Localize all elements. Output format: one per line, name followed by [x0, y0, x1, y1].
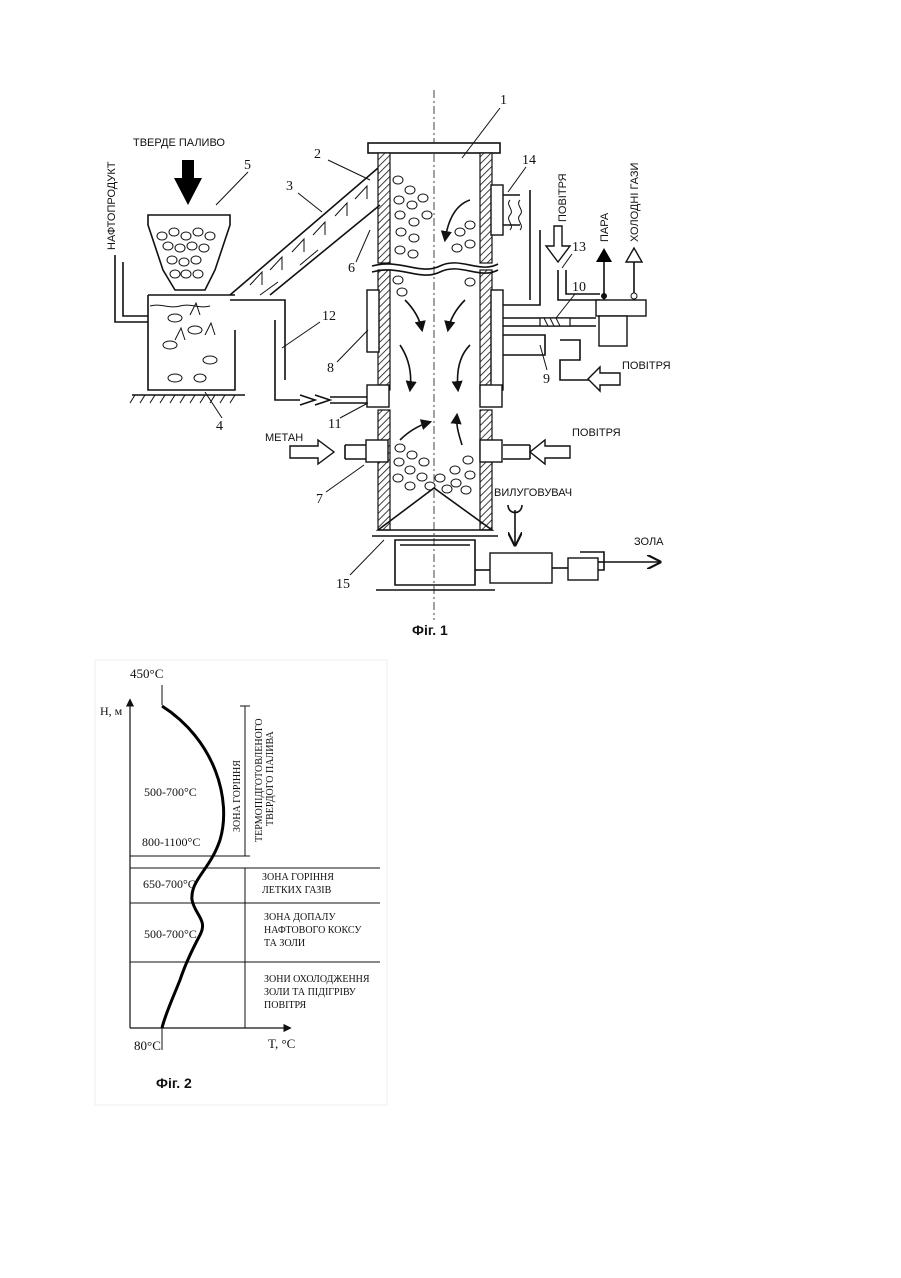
temp-label-4: 500-700°C — [144, 927, 197, 941]
leacher-conveyor — [475, 505, 660, 583]
bottom-temp-label: 80°C — [134, 1038, 161, 1053]
zone3-label-3: ТА ЗОЛИ — [264, 938, 305, 949]
solid-fuel-label: ТВЕРДЕ ПАЛИВО — [133, 137, 225, 149]
cold-gases-label: ХОЛОДНІ ГАЗИ — [629, 163, 641, 242]
x-axis-label: T, °C — [268, 1036, 295, 1051]
callout-6: 6 — [348, 261, 355, 276]
temp-label-3: 650-700°C — [143, 877, 196, 891]
ash-label: ЗОЛА — [634, 536, 664, 548]
methane-label: МЕТАН — [265, 432, 303, 444]
oil-product-label: НАФТОПРОДУКТ — [106, 161, 118, 250]
callout-12: 12 — [322, 309, 336, 324]
temp-label-1: 500-700°C — [144, 785, 197, 799]
callout-8: 8 — [327, 361, 334, 376]
air-right2-label: ПОВІТРЯ — [572, 427, 621, 439]
zone3-label-2: НАФТОВОГО КОКСУ — [264, 925, 362, 936]
fuel-hopper — [148, 160, 230, 290]
pipe-12 — [275, 320, 367, 405]
figure-2-caption: Фіг. 2 — [156, 1075, 192, 1091]
zone1-label-b2: ТВЕРДОГО ПАЛИВА — [265, 731, 276, 826]
zone4-label-3: ПОВІТРЯ — [264, 1000, 306, 1011]
callout-7: 7 — [316, 492, 323, 507]
callout-9: 9 — [543, 372, 550, 387]
figure-2-chart: 450°C 80°C H, м T, °C 500-700°C 800-1100… — [95, 660, 387, 1105]
leacher-label: ВИЛУГОВУВАЧ — [494, 487, 572, 499]
temp-label-2: 800-1100°C — [142, 835, 200, 849]
air-right1-label: ПОВІТРЯ — [622, 360, 671, 372]
mixing-tank — [115, 255, 245, 403]
figure-1-diagram: ТВЕРДЕ ПАЛИВО НАФТОПРОДУКТ ПОВІТРЯ ПАРА … — [106, 90, 671, 638]
callout-10: 10 — [572, 280, 586, 295]
callout-14: 14 — [522, 153, 536, 168]
air-inlet-lower — [503, 440, 570, 464]
zone1-label-b1: ТЕРМОПІДГОТОВЛЕНОГО — [254, 718, 265, 842]
zone4-label-1: ЗОНИ ОХОЛОДЖЕННЯ — [264, 974, 370, 985]
zone2-label-2: ЛЕТКИХ ГАЗІВ — [262, 885, 332, 896]
zone2-label-1: ЗОНА ГОРІННЯ — [262, 872, 334, 883]
inclined-screw-feeder — [230, 168, 380, 380]
callout-5: 5 — [244, 158, 251, 173]
callout-13: 13 — [572, 240, 586, 255]
figure-1-caption: Фіг. 1 — [412, 622, 448, 638]
steam-label: ПАРА — [599, 212, 611, 242]
top-temp-label: 450°C — [130, 666, 163, 681]
air-top-label: ПОВІТРЯ — [557, 173, 569, 222]
callout-4: 4 — [216, 419, 223, 434]
callout-2: 2 — [314, 147, 321, 162]
reactor-shaft — [372, 153, 498, 530]
callout-3: 3 — [286, 179, 293, 194]
zone3-label-1: ЗОНА ДОПАЛУ — [264, 912, 336, 923]
callout-1: 1 — [500, 93, 507, 108]
bottom-cone-base — [372, 488, 498, 590]
callout-15: 15 — [336, 577, 350, 592]
callout-11: 11 — [328, 417, 341, 432]
top-flange — [368, 143, 500, 153]
zone1-label-a: ЗОНА ГОРІННЯ — [232, 760, 243, 832]
air-inlet-middle — [588, 367, 620, 391]
y-axis-label: H, м — [100, 704, 123, 718]
zone4-label-2: ЗОЛИ ТА ПІДІГРІВУ — [264, 987, 357, 998]
